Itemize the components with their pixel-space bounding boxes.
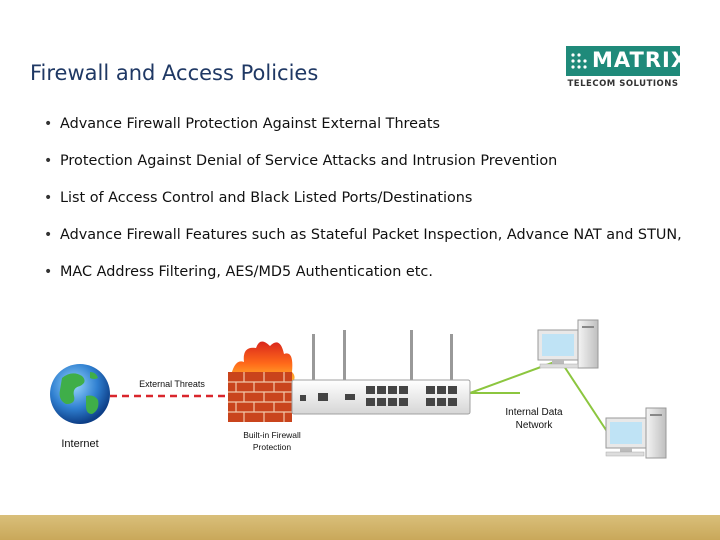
computer-icon — [537, 319, 599, 369]
bullet-item: • List of Access Control and Black Listed… — [44, 190, 682, 227]
external-threats-label: External Threats — [139, 379, 205, 389]
logo-dots-icon — [571, 53, 587, 69]
firewall-icon — [228, 341, 295, 422]
bullet-text: MAC Address Filtering, AES/MD5 Authentic… — [60, 264, 433, 280]
lan-link-line — [559, 359, 611, 437]
internet-label: Internet — [61, 438, 99, 450]
network-label-line1: Internal Data — [505, 407, 563, 418]
bullet-item: • Advance Firewall Protection Against Ext… — [44, 116, 682, 153]
bullet-dot: • — [44, 190, 53, 206]
globe-icon — [50, 364, 110, 424]
router-device-icon — [291, 330, 471, 415]
bullet-item: • Protection Against Denial of Service At… — [44, 153, 682, 190]
firewall-label-line1: Built-in Firewall — [243, 430, 301, 440]
bullet-dot: • — [44, 153, 53, 169]
bullet-text: List of Access Control and Black Listed … — [60, 190, 473, 206]
bullet-item: • Advance Firewall Features such as State… — [44, 227, 682, 264]
logo-name: MATRIX — [592, 48, 689, 72]
firewall-label-line2: Protection — [252, 442, 292, 452]
bullet-text: Advance Firewall Protection Against Exte… — [60, 116, 440, 132]
bullet-text: Protection Against Denial of Service Att… — [60, 153, 558, 169]
network-label-line2: Network — [515, 420, 553, 431]
bullet-dot: • — [44, 116, 53, 132]
matrix-logo: MATRIX TELECOM SOLUTIONS — [566, 46, 687, 92]
logo-tagline: TELECOM SOLUTIONS — [567, 79, 679, 89]
slide-title: Firewall and Access Policies — [30, 61, 319, 85]
computer-icon — [605, 407, 667, 459]
bullet-dot: • — [44, 264, 53, 280]
bullet-item: • MAC Address Filtering, AES/MD5 Authenti… — [44, 264, 682, 301]
bullet-list: • Advance Firewall Protection Against Ext… — [44, 116, 682, 301]
footer-bar — [0, 515, 720, 540]
bullet-text: Advance Firewall Features such as Statef… — [60, 227, 682, 243]
bullet-dot: • — [44, 227, 53, 243]
